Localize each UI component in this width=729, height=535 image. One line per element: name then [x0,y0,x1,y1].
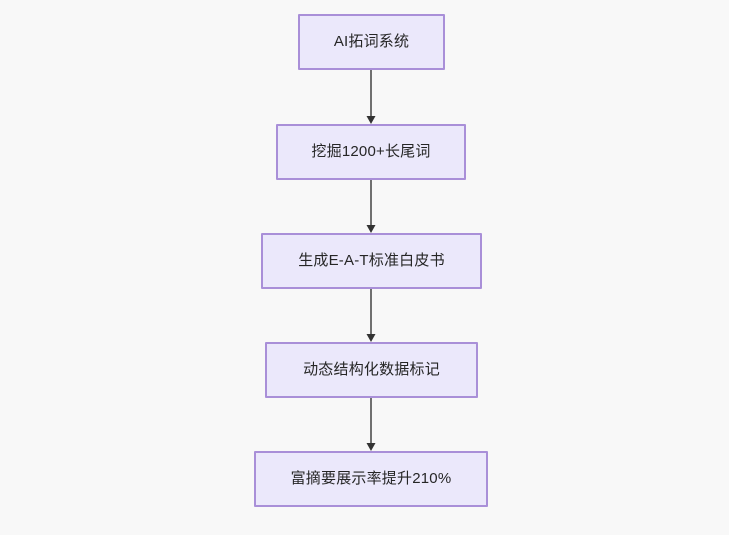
flow-edge-4 [366,398,376,451]
flow-edge-1 [366,70,376,124]
flow-node-label: 富摘要展示率提升210% [290,469,452,487]
flow-node-dynamic-structured-data-markup[interactable]: 动态结构化数据标记 [265,342,478,398]
flow-node-label: 动态结构化数据标记 [303,360,440,378]
flow-node-label: AI拓词系统 [333,32,410,50]
flow-node-label: 生成E-A-T标准白皮书 [298,251,445,269]
flow-node-ai-keyword-system[interactable]: AI拓词系统 [298,14,445,70]
flow-node-mine-longtail-keywords[interactable]: 挖掘1200+长尾词 [276,124,466,180]
flow-node-generate-eat-whitepaper[interactable]: 生成E-A-T标准白皮书 [261,233,482,289]
flow-node-label: 挖掘1200+长尾词 [311,142,431,160]
flow-edge-2 [366,180,376,233]
flow-node-rich-snippet-impression-uplift[interactable]: 富摘要展示率提升210% [254,451,488,507]
flow-edge-3 [366,289,376,342]
